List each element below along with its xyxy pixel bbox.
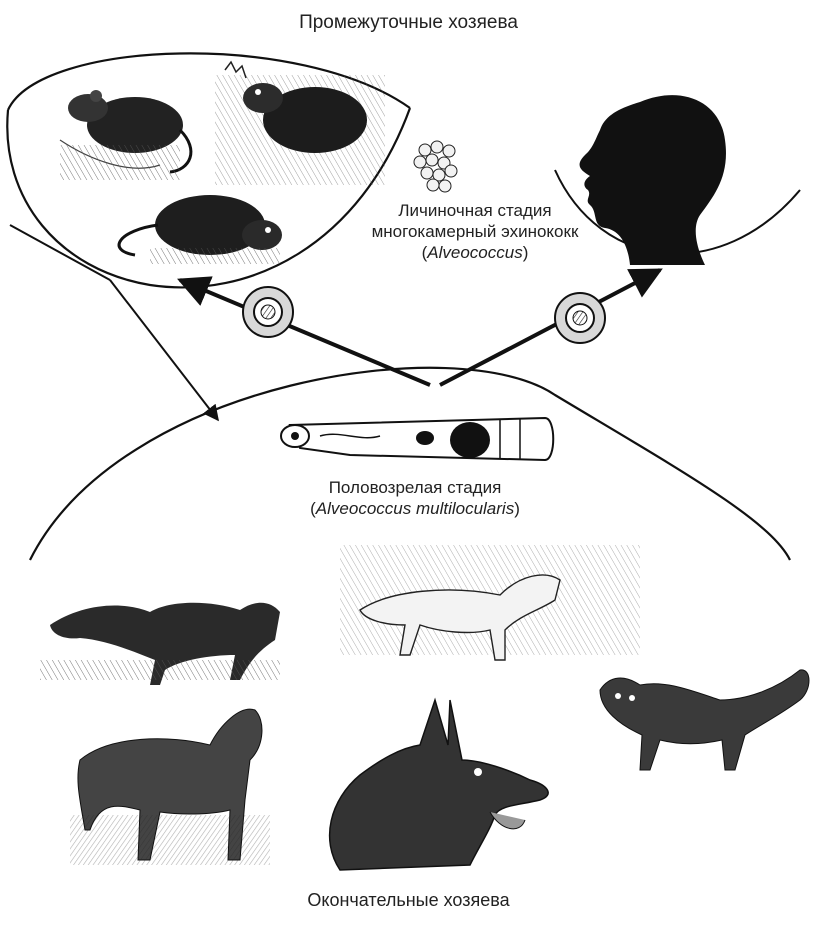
definitive-hosts-title: Окончательные хозяева — [0, 890, 817, 911]
vole-icon — [215, 62, 385, 185]
egg-icon — [555, 293, 605, 343]
arrow-left-edge — [10, 225, 110, 280]
cat-icon — [600, 670, 809, 770]
larval-genus-line: (Alveococcus) — [310, 242, 640, 263]
dog-icon — [330, 700, 549, 870]
arrow-to-human — [440, 270, 660, 385]
adult-stage-line1: Половозрелая стадия — [250, 477, 580, 498]
egg-icon — [243, 287, 293, 337]
paren-close: ) — [514, 499, 520, 518]
egg-cluster-icon — [414, 141, 457, 192]
fox-icon — [40, 603, 280, 685]
paren-close: ) — [523, 243, 529, 262]
adult-species-name: Alveococcus multilocularis — [316, 499, 514, 518]
adult-species-line: (Alveococcus multilocularis) — [250, 498, 580, 519]
larval-stage-line1: Личиночная стадия — [310, 200, 640, 221]
intermediate-hosts-title: Промежуточные хозяева — [0, 12, 817, 33]
larval-genus-name: Alveococcus — [427, 243, 522, 262]
rat-icon — [119, 195, 282, 264]
arrow-to-definitive — [110, 280, 218, 420]
rodent-icon — [60, 90, 191, 180]
tapeworm-icon — [281, 418, 553, 460]
definitive-host-arc — [30, 368, 790, 560]
wolf-icon — [70, 709, 270, 865]
adult-stage-label: Половозрелая стадия (Alveococcus multilo… — [250, 477, 580, 519]
arrow-to-rodents — [180, 280, 430, 385]
larval-stage-label: Личиночная стадия многокамерный эхинокок… — [310, 200, 640, 263]
larval-stage-line2: многокамерный эхинококк — [310, 221, 640, 242]
arctic-fox-icon — [340, 545, 640, 660]
